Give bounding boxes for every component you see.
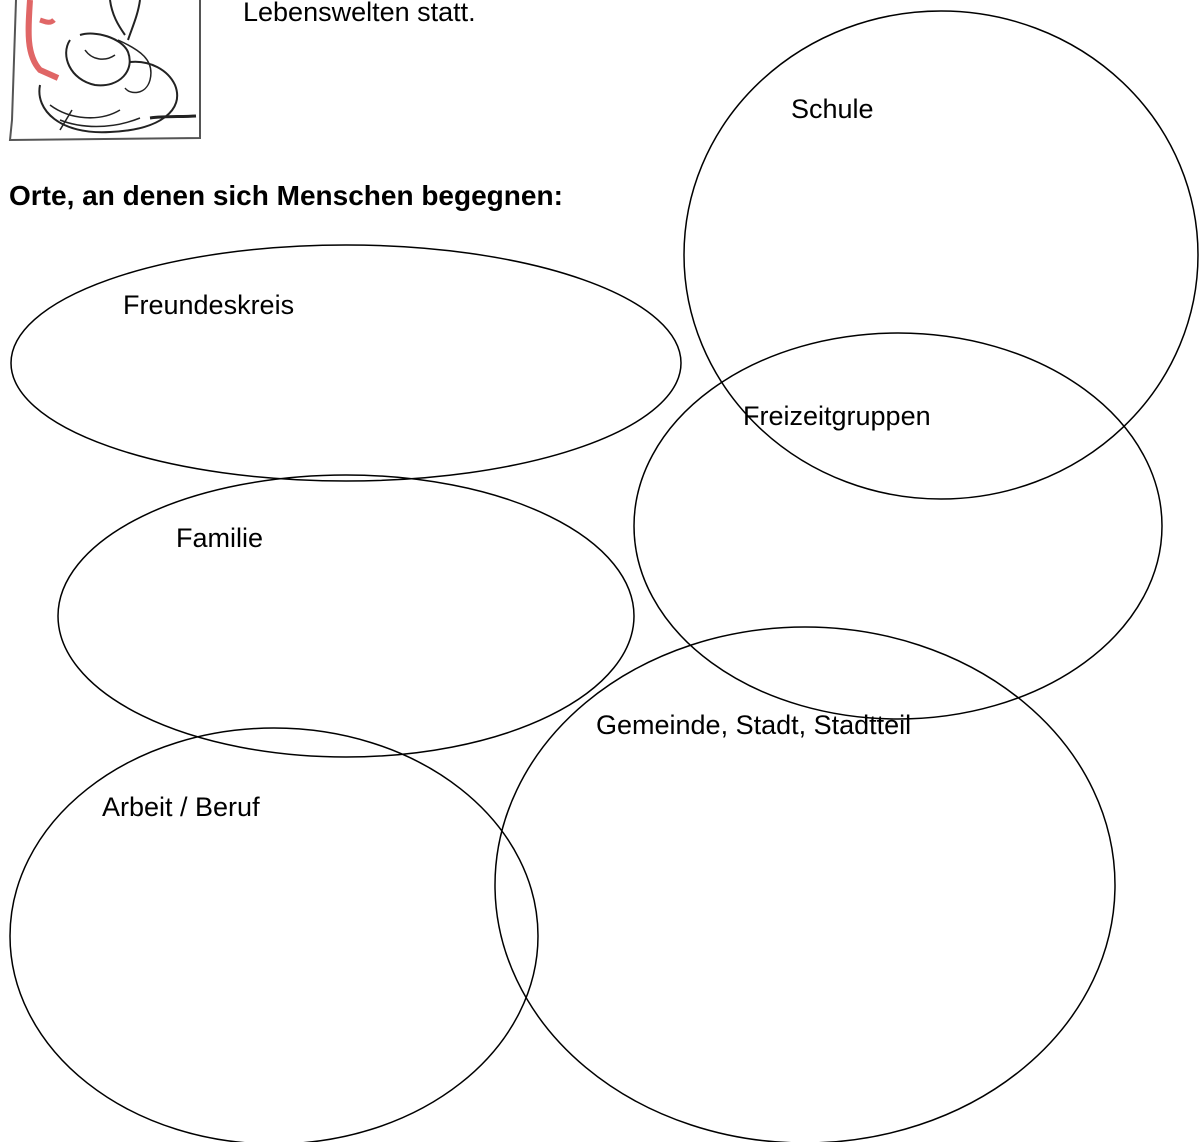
bubble-label-gemeinde: Gemeinde, Stadt, Stadtteil xyxy=(596,710,912,740)
bubble-freundeskreis xyxy=(10,244,682,482)
bubble-label-arbeit-beruf: Arbeit / Beruf xyxy=(102,792,260,822)
bubble-label-schule: Schule xyxy=(791,94,874,124)
bubble-schule xyxy=(683,10,1199,500)
bubble-familie xyxy=(57,474,635,758)
bubble-label-freizeitgruppen: Freizeitgruppen xyxy=(743,401,931,431)
bundle-illustration xyxy=(8,0,201,142)
bubble-gemeinde xyxy=(494,626,1116,1142)
intro-text: Lebenswelten statt. xyxy=(243,0,476,27)
bubble-label-familie: Familie xyxy=(176,523,264,553)
bubble-freizeitgruppen xyxy=(633,332,1163,720)
bubble-label-freundeskreis: Freundeskreis xyxy=(123,290,295,320)
page-heading: Orte, an denen sich Menschen begegnen: xyxy=(9,180,563,211)
bubble-arbeit-beruf xyxy=(9,727,539,1142)
